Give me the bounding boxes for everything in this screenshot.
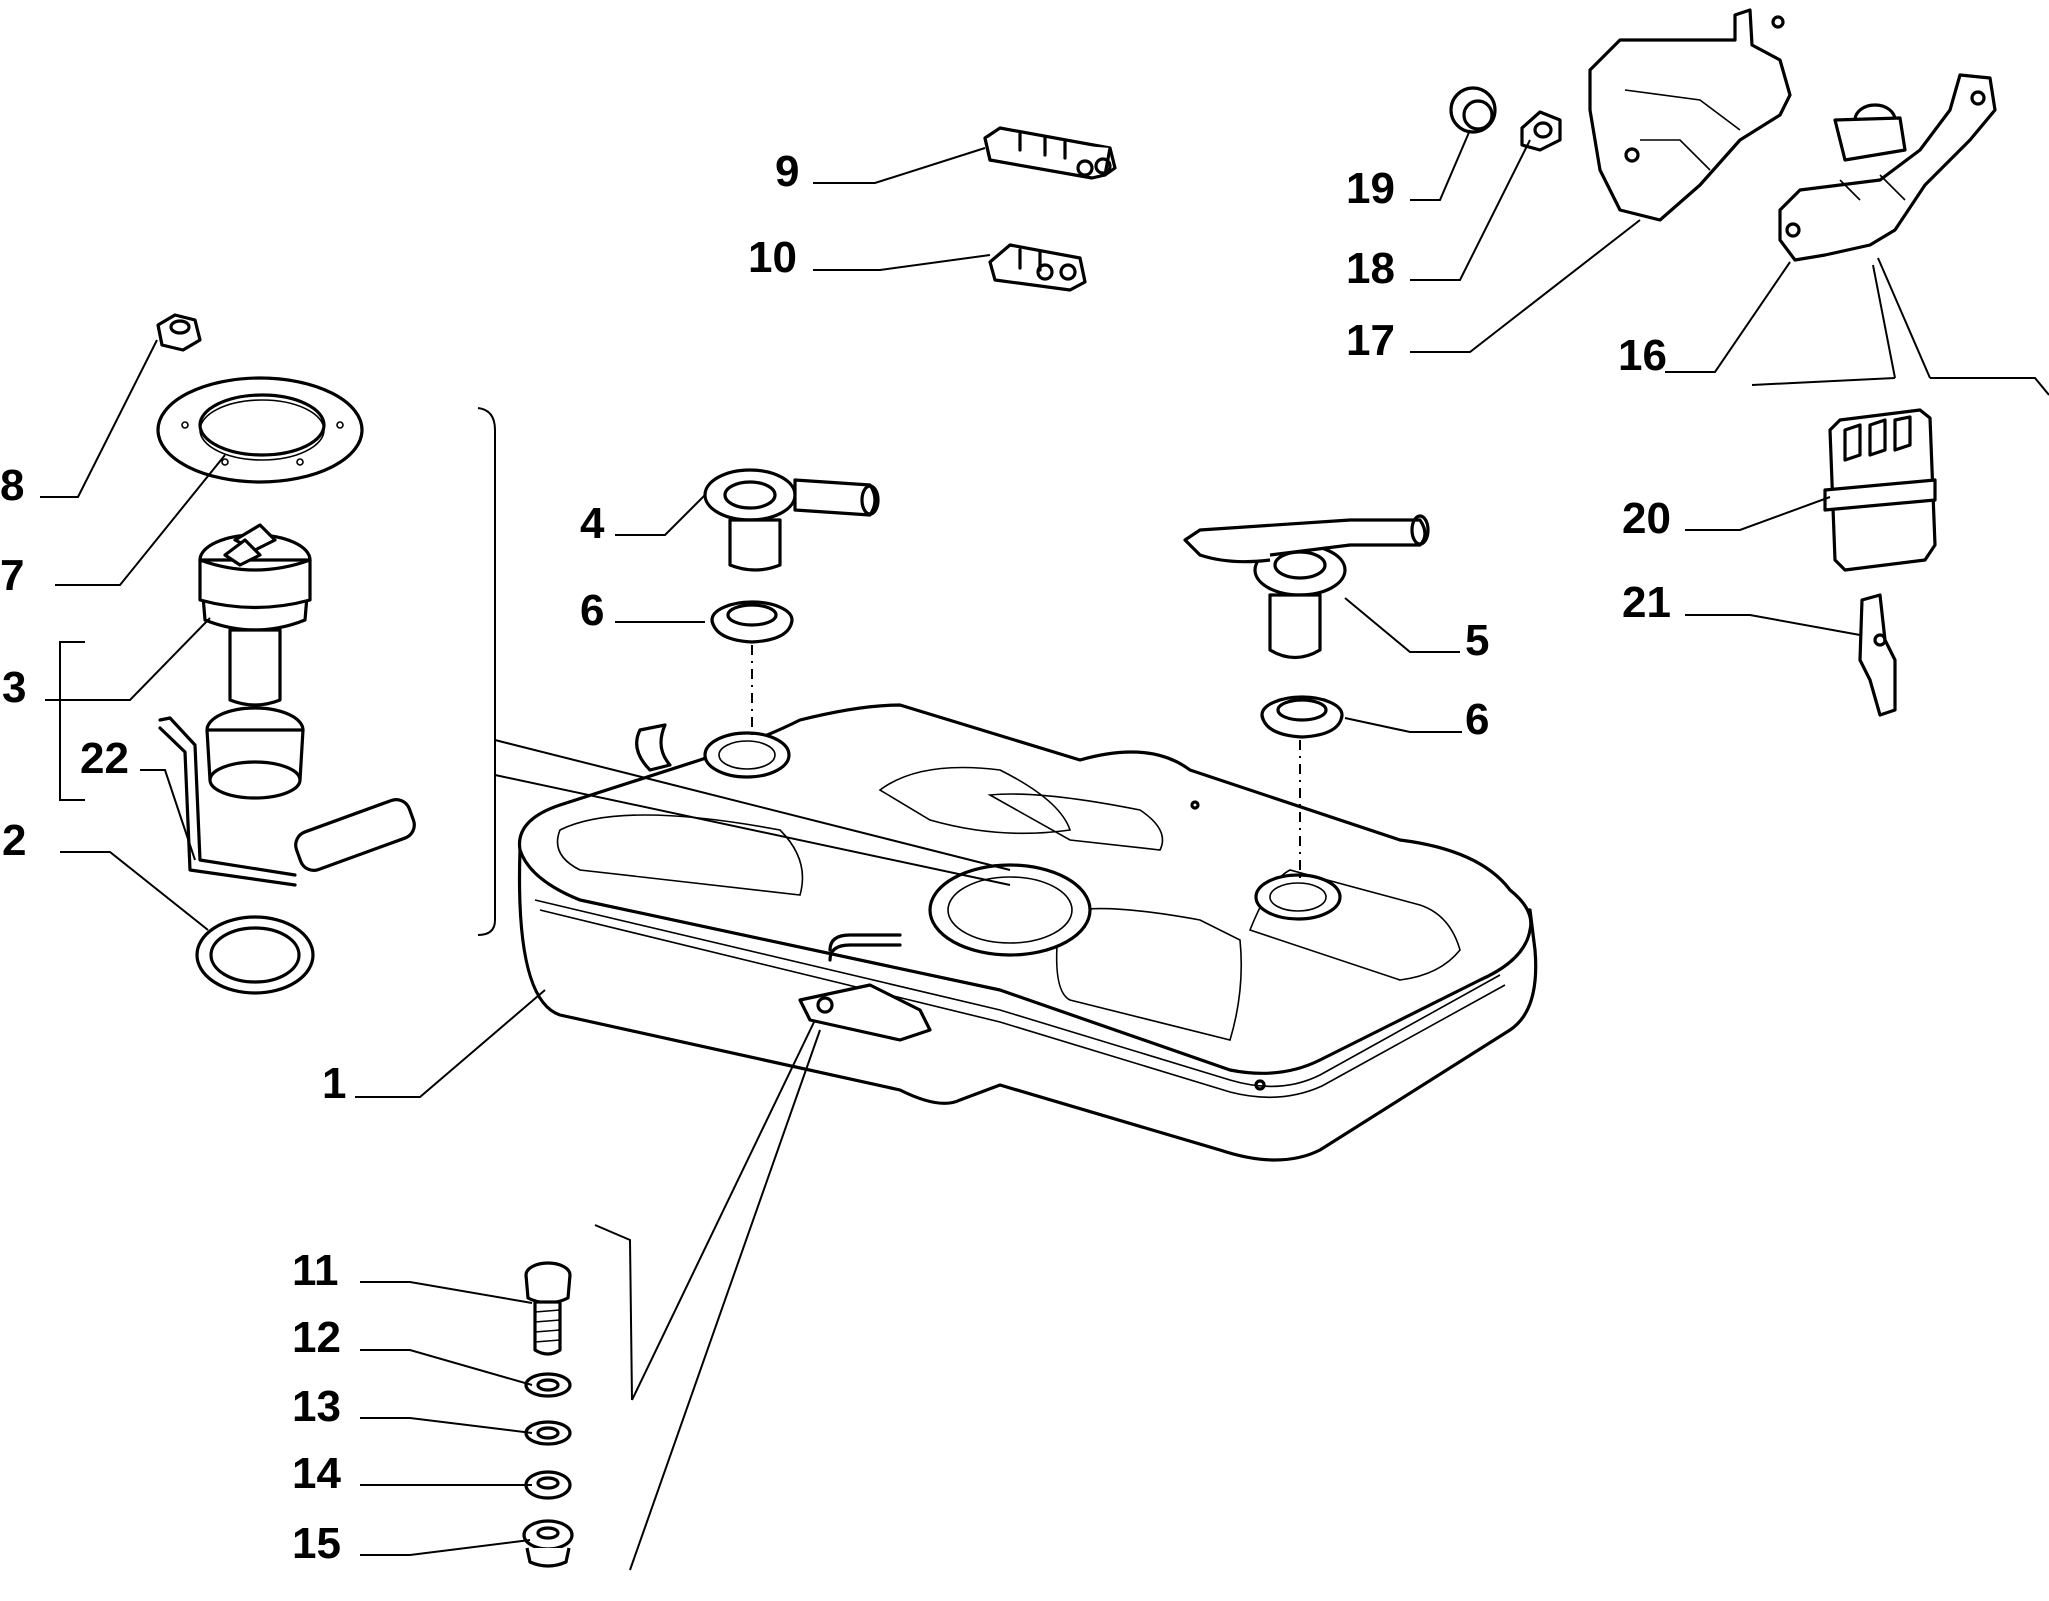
callout-11: 11	[292, 1246, 339, 1295]
reference-line-bolt-2	[629, 1029, 821, 1571]
group-bracket-switch	[1751, 377, 2049, 396]
bolt	[524, 1261, 572, 1356]
plug	[1449, 86, 1497, 134]
callout-3: 3	[2, 663, 26, 712]
callout-8: 8	[0, 461, 24, 510]
leader-21	[1685, 614, 1861, 636]
grommet-right	[1260, 695, 1344, 739]
leader-3	[45, 617, 211, 701]
leader-11	[360, 1281, 533, 1304]
connector-large	[983, 126, 1117, 180]
vent-valve-left	[703, 468, 880, 572]
leader-1	[355, 989, 546, 1098]
leader-6b	[1344, 717, 1462, 733]
nut	[156, 313, 202, 352]
pump-seal-ring	[195, 915, 315, 995]
callout-7: 7	[0, 551, 24, 600]
group-bracket-pump	[59, 641, 85, 801]
leader-19	[1410, 129, 1471, 201]
callout-6a: 6	[580, 586, 604, 635]
callout-22: 22	[80, 734, 129, 783]
callout-9: 9	[775, 147, 799, 196]
multi-pin-connector	[1823, 408, 1937, 572]
fuel-tank	[517, 703, 1538, 1162]
leader-17	[1410, 219, 1641, 353]
callout-15: 15	[292, 1519, 341, 1568]
connector-small	[988, 243, 1087, 292]
spring-washer	[524, 1372, 572, 1398]
callout-17: 17	[1346, 316, 1395, 365]
vent-valve-right	[1183, 514, 1430, 660]
leader-18	[1410, 139, 1531, 281]
leader-7	[55, 454, 226, 586]
leader-13	[360, 1417, 533, 1434]
callout-19: 19	[1346, 164, 1395, 213]
bush	[1520, 110, 1562, 152]
connector-clip	[1858, 593, 1897, 717]
reference-line-bolt	[631, 1019, 816, 1401]
leader-2	[60, 851, 209, 931]
grommet-left	[710, 600, 794, 644]
callout-12: 12	[292, 1313, 341, 1362]
leader-4	[615, 494, 706, 536]
callout-5: 5	[1465, 616, 1489, 665]
flat-washer	[524, 1420, 572, 1446]
leader-8	[40, 339, 158, 498]
reference-line-switch-a	[1872, 264, 1896, 379]
group-bracket-fasteners	[594, 1224, 633, 1401]
inertia-switch	[1778, 73, 1997, 262]
flange-ring	[156, 376, 364, 484]
spacer	[524, 1470, 572, 1500]
callout-13: 13	[292, 1382, 341, 1431]
leader-12	[360, 1349, 533, 1386]
group-bracket-tank	[477, 407, 496, 936]
reference-line-pump-opening	[494, 739, 1011, 871]
callout-16: 16	[1618, 331, 1667, 380]
leader-22	[140, 769, 196, 861]
callout-18: 18	[1346, 244, 1395, 293]
callout-14: 14	[292, 1449, 341, 1498]
leader-16	[1665, 261, 1791, 373]
callout-20: 20	[1622, 494, 1671, 543]
callout-21: 21	[1622, 578, 1671, 627]
mounting-bracket	[1588, 8, 1792, 222]
leader-20	[1685, 496, 1831, 531]
leader-9	[813, 147, 986, 184]
callout-2: 2	[2, 816, 26, 865]
callout-1: 1	[322, 1059, 346, 1108]
fuel-pump-unit	[158, 523, 416, 887]
leader-5	[1344, 597, 1460, 653]
flange-nut	[522, 1519, 574, 1568]
reference-line-pump-opening-2	[494, 774, 1011, 886]
reference-line-switch-b	[1877, 257, 1931, 379]
leader-10	[813, 254, 991, 271]
callout-4: 4	[580, 499, 605, 548]
leader-15	[360, 1539, 531, 1556]
callout-6b: 6	[1465, 695, 1489, 744]
callout-10: 10	[748, 233, 797, 282]
